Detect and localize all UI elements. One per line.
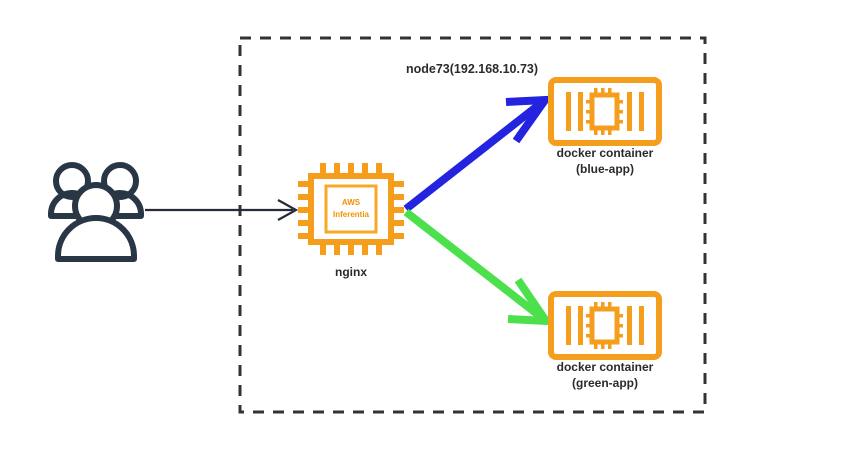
node-boundary-box	[238, 36, 707, 414]
chip-inner-label-line2: Inferentia	[333, 210, 370, 219]
users-icon	[48, 162, 144, 262]
green-app-label-line2: (green-app)	[572, 376, 638, 390]
docker-container-icon-green	[548, 291, 662, 360]
blue-app-label-line1: docker container	[557, 146, 654, 160]
blue-app-label-line2: (blue-app)	[576, 162, 634, 176]
edge-nginx-to-green	[403, 208, 554, 326]
chip-inner-label-line1: AWS	[342, 198, 361, 207]
green-app-label-line1: docker container	[557, 360, 654, 374]
boundary-title: node73(192.168.10.73)	[406, 62, 538, 76]
docker-container-icon-blue	[548, 77, 662, 146]
nginx-label: nginx	[335, 265, 367, 279]
edge-nginx-to-blue	[403, 95, 554, 213]
aws-inferentia-chip-icon: AWS Inferentia	[298, 163, 404, 255]
edge-users-to-nginx	[145, 199, 299, 221]
